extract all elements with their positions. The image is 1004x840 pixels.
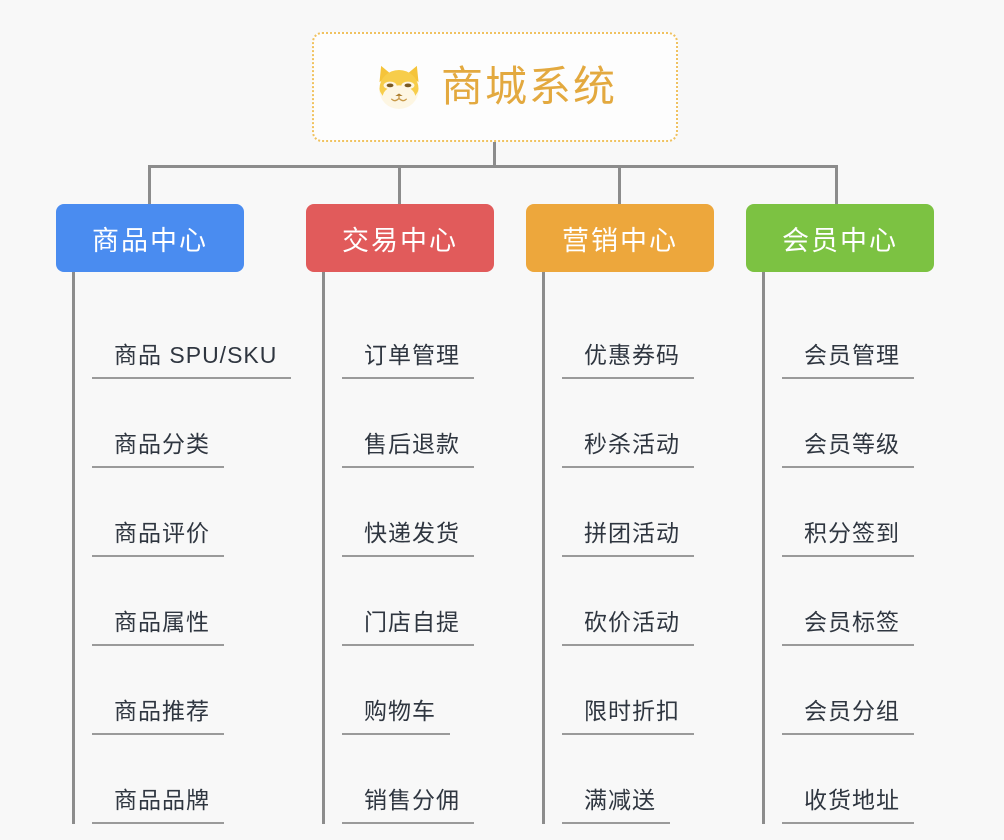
leaf-label: 收货地址 (782, 781, 914, 824)
category-label: 交易中心 (342, 225, 458, 256)
leaf-item[interactable]: 限时折扣 (562, 646, 714, 735)
connector-horizontal-bar (148, 165, 838, 168)
connector-root-stem (493, 142, 496, 168)
leaf-label: 商品属性 (92, 603, 224, 646)
leaf-label: 限时折扣 (562, 692, 694, 735)
branch-product-center: 商品中心 商品 SPU/SKU 商品分类 商品评价 商品属性 商品推荐 商品品牌 (56, 204, 292, 824)
leaf-label: 拼团活动 (562, 514, 694, 557)
leaf-label: 购物车 (342, 692, 450, 735)
leaf-list-member-center: 会员管理 会员等级 积分签到 会员标签 会员分组 收货地址 (762, 272, 934, 824)
leaf-label: 积分签到 (782, 514, 914, 557)
leaf-item[interactable]: 拼团活动 (562, 468, 714, 557)
leaf-label: 会员等级 (782, 425, 914, 468)
leaf-label: 砍价活动 (562, 603, 694, 646)
leaf-item[interactable]: 会员管理 (782, 290, 934, 379)
leaf-item[interactable]: 积分签到 (782, 468, 934, 557)
leaf-item[interactable]: 商品品牌 (92, 735, 286, 824)
leaf-item[interactable]: 优惠券码 (562, 290, 714, 379)
branch-member-center: 会员中心 会员管理 会员等级 积分签到 会员标签 会员分组 收货地址 (746, 204, 934, 824)
connector-drop-1 (398, 165, 401, 206)
branch-marketing-center: 营销中心 优惠券码 秒杀活动 拼团活动 砍价活动 限时折扣 满减送 (526, 204, 714, 824)
leaf-label: 门店自提 (342, 603, 474, 646)
leaf-label: 商品推荐 (92, 692, 224, 735)
leaf-label: 商品评价 (92, 514, 224, 557)
leaf-item[interactable]: 会员标签 (782, 557, 934, 646)
category-box-trade-center[interactable]: 交易中心 (306, 204, 494, 272)
branch-trade-center: 交易中心 订单管理 售后退款 快递发货 门店自提 购物车 销售分佣 (306, 204, 494, 824)
leaf-item[interactable]: 满减送 (562, 735, 714, 824)
leaf-item[interactable]: 会员分组 (782, 646, 934, 735)
leaf-item[interactable]: 门店自提 (342, 557, 494, 646)
category-box-member-center[interactable]: 会员中心 (746, 204, 934, 272)
connector-drop-0 (148, 165, 151, 206)
category-label: 会员中心 (782, 225, 898, 256)
leaf-label: 会员标签 (782, 603, 914, 646)
leaf-item[interactable]: 砍价活动 (562, 557, 714, 646)
category-box-product-center[interactable]: 商品中心 (56, 204, 244, 272)
shiba-dog-icon (379, 65, 419, 109)
leaf-item[interactable]: 订单管理 (342, 290, 494, 379)
leaf-item[interactable]: 销售分佣 (342, 735, 494, 824)
leaf-label: 会员管理 (782, 336, 914, 379)
leaf-label: 订单管理 (342, 336, 474, 379)
leaf-item[interactable]: 秒杀活动 (562, 379, 714, 468)
leaf-item[interactable]: 商品属性 (92, 557, 286, 646)
connector-drop-3 (835, 165, 838, 206)
leaf-item[interactable]: 商品分类 (92, 379, 286, 468)
leaf-label: 销售分佣 (342, 781, 474, 824)
leaf-label: 商品 SPU/SKU (92, 336, 292, 379)
leaf-item[interactable]: 快递发货 (342, 468, 494, 557)
leaf-item[interactable]: 商品 SPU/SKU (92, 290, 292, 379)
leaf-list-product-center: 商品 SPU/SKU 商品分类 商品评价 商品属性 商品推荐 商品品牌 (72, 272, 292, 824)
category-label: 商品中心 (92, 225, 208, 256)
leaf-item[interactable]: 购物车 (342, 646, 494, 735)
leaf-label: 售后退款 (342, 425, 474, 468)
leaf-label: 商品分类 (92, 425, 224, 468)
category-box-marketing-center[interactable]: 营销中心 (526, 204, 714, 272)
leaf-item[interactable]: 收货地址 (782, 735, 934, 824)
leaf-item[interactable]: 商品评价 (92, 468, 286, 557)
leaf-label: 优惠券码 (562, 336, 694, 379)
leaf-list-marketing-center: 优惠券码 秒杀活动 拼团活动 砍价活动 限时折扣 满减送 (542, 272, 714, 824)
root-node[interactable]: 商城系统 (312, 32, 678, 142)
leaf-label: 满减送 (562, 781, 670, 824)
leaf-label: 商品品牌 (92, 781, 224, 824)
leaf-label: 秒杀活动 (562, 425, 694, 468)
leaf-label: 会员分组 (782, 692, 914, 735)
connector-drop-2 (618, 165, 621, 206)
root-title: 商城系统 (440, 63, 617, 110)
category-label: 营销中心 (562, 225, 678, 256)
leaf-item[interactable]: 商品推荐 (92, 646, 286, 735)
leaf-label: 快递发货 (342, 514, 474, 557)
leaf-item[interactable]: 售后退款 (342, 379, 494, 468)
leaf-list-trade-center: 订单管理 售后退款 快递发货 门店自提 购物车 销售分佣 (322, 272, 494, 824)
leaf-item[interactable]: 会员等级 (782, 379, 934, 468)
